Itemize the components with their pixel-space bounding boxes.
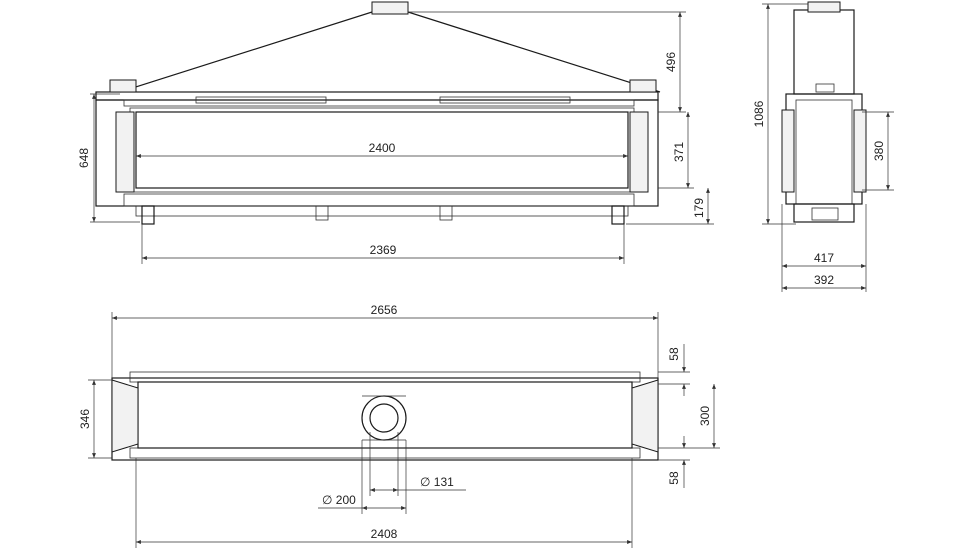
dim-top-width-bottom: 2408 (371, 527, 398, 541)
top-upper-rail (129, 371, 641, 383)
top-view-dimensions: 2656 346 58 300 58 ∅ 131 ∅ 200 (78, 303, 720, 548)
dim-top-depth-inner: 300 (698, 406, 712, 426)
side-view (781, 1, 867, 223)
top-ledge (95, 91, 659, 101)
side-right-panel (853, 109, 867, 193)
glass-window (135, 111, 629, 189)
flue-outer-circle (361, 395, 407, 441)
dim-side-height-total: 1086 (752, 100, 766, 127)
center-foot-left (315, 205, 329, 221)
dim-top-inner-diameter: ∅ 131 (420, 475, 454, 489)
dim-side-depth-inner: 392 (814, 273, 834, 287)
top-right-end (631, 379, 659, 453)
hood-outline (119, 11, 661, 93)
flue-inner-circle (369, 403, 399, 433)
dim-front-width-inner: 2400 (369, 141, 396, 155)
front-view (95, 1, 661, 225)
dim-front-height-total: 648 (77, 148, 91, 168)
flue-collar (371, 1, 409, 15)
side-connector (815, 83, 835, 93)
dim-side-depth-outer: 417 (814, 251, 834, 265)
side-body (785, 93, 863, 205)
dim-front-window-height: 371 (672, 142, 686, 162)
dim-top-width-total: 2656 (371, 303, 398, 317)
left-side-panel (115, 111, 135, 193)
right-side-panel (629, 111, 649, 193)
side-flue-collar (807, 1, 841, 13)
dim-front-base-height: 179 (692, 198, 706, 218)
top-bracket-left (195, 96, 327, 104)
dim-top-flange-top: 58 (667, 347, 681, 361)
dim-front-hood-height: 496 (664, 52, 678, 72)
center-foot-right (439, 205, 453, 221)
side-left-panel (781, 109, 795, 193)
side-inner (795, 99, 853, 205)
right-corner-cap (629, 79, 657, 93)
top-left-end (111, 379, 139, 453)
side-valve (811, 207, 839, 221)
left-corner-cap (109, 79, 137, 93)
front-view-dimensions: 648 496 371 179 2400 2369 (77, 11, 714, 264)
base-rail (123, 193, 635, 207)
side-view-dimensions: 1086 380 417 392 (752, 3, 894, 292)
dim-top-flange-bottom: 58 (667, 471, 681, 485)
top-rail (123, 99, 635, 107)
dim-top-outer-diameter: ∅ 200 (322, 493, 356, 507)
base-frame (135, 205, 629, 217)
dim-side-window-height: 380 (872, 141, 886, 161)
right-foot (611, 205, 625, 225)
top-lower-rail (129, 447, 641, 459)
dim-top-depth-total: 346 (78, 409, 92, 429)
dim-front-width-base: 2369 (370, 243, 397, 257)
side-chimney (793, 9, 855, 95)
left-foot (141, 205, 155, 225)
top-bracket-right (439, 96, 571, 104)
top-firebox (137, 381, 633, 449)
top-view (111, 371, 659, 461)
side-base (793, 203, 855, 223)
